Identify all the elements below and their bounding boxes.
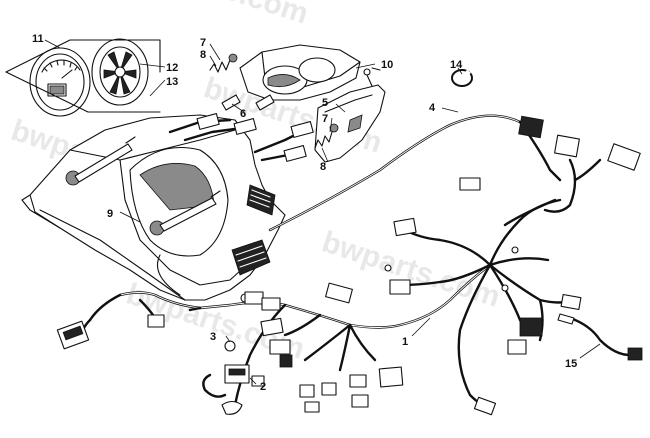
callout-8-lower: 8: [320, 161, 326, 173]
vent-grille-upper: [246, 184, 276, 216]
callout-14: 14: [450, 59, 463, 71]
callout-4: 4: [429, 102, 436, 114]
callout-9: 9: [107, 208, 113, 220]
callout-7-lower: 7: [322, 113, 328, 125]
socket-pigtails: [168, 113, 314, 162]
callout-7-upper: 7: [200, 37, 206, 49]
gauge-group-frame-top: [5, 39, 161, 73]
gauge-housing-back: [91, 38, 149, 106]
headlight-harness: [268, 114, 641, 232]
leader-lines: [44, 39, 601, 385]
callouts: 1 2 3 4 5 6 7 7 8 8 9 10 11 12 13 14 15: [32, 33, 577, 393]
vent-grille-lower: [231, 239, 271, 276]
spring-screw-upper: [209, 53, 238, 73]
watermark-text-1: bwparts.com: [126, 0, 312, 31]
callout-5: 5: [322, 97, 328, 109]
callout-8-upper: 8: [200, 49, 206, 61]
main-harness: [88, 177, 582, 416]
spring-screw-lower: [314, 123, 339, 149]
callout-11: 11: [32, 33, 44, 45]
headlight-housing: [239, 44, 381, 101]
callout-2: 2: [260, 381, 266, 393]
relay-bracket: [202, 340, 265, 415]
sender-wire: [557, 313, 643, 361]
callout-10: 10: [381, 59, 393, 71]
callout-6: 6: [240, 108, 246, 120]
snap-ring: [451, 69, 473, 87]
callout-12: 12: [166, 62, 178, 74]
mounting-rods: [74, 136, 221, 232]
gauge-speedometer: [29, 47, 91, 117]
callout-13: 13: [166, 76, 178, 88]
bulb-sockets: [221, 94, 275, 111]
side-cover: [314, 68, 386, 163]
callout-3: 3: [210, 331, 216, 343]
left-multipin-connector: [56, 298, 165, 350]
callout-15: 15: [565, 358, 577, 370]
hood-console: [21, 114, 286, 303]
gauge-group-frame-bottom: [5, 71, 161, 113]
callout-1: 1: [402, 336, 408, 348]
